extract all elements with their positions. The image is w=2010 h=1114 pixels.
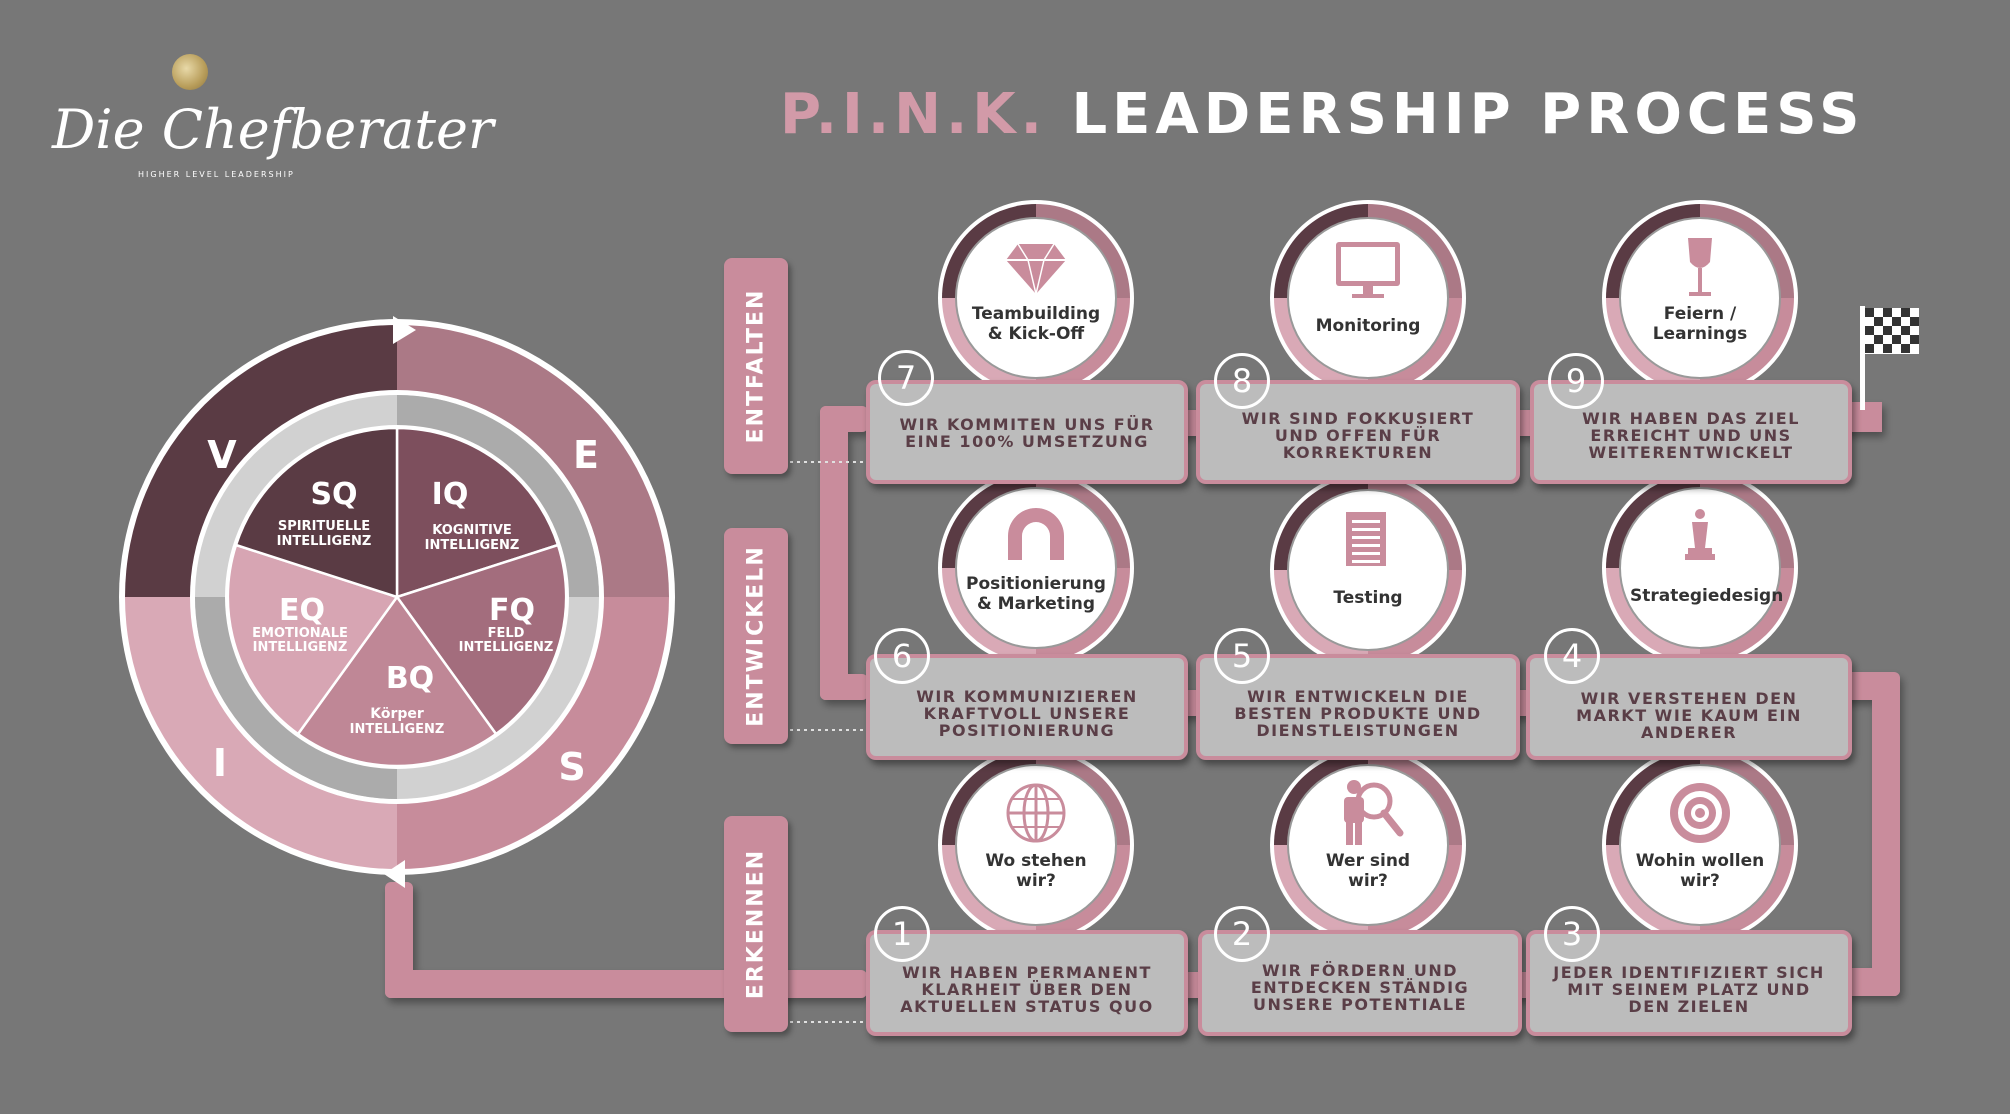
step-s8-card: WIR SIND FOKKUSIERT UND OFFEN FÜR KORREK…	[1196, 380, 1520, 484]
step-s4-label: Strategiedesign	[1630, 586, 1784, 606]
step-s7-number: 7	[878, 350, 934, 406]
segment-bq	[296, 594, 498, 768]
step-s7-card: WIR KOMMITEN UNS FÜR EINE 100% UMSETZUNG	[866, 380, 1188, 484]
wheel-arrow-top-icon	[393, 316, 416, 344]
step-s8-number: 8	[1214, 353, 1270, 409]
step-circle-s9	[1602, 200, 1798, 396]
intelligence-wheel: V E S I SQ SPIRITUELLE INTELLIGENZ IQ KO…	[119, 316, 675, 888]
letter-e: E	[573, 433, 599, 477]
title-main: LEADERSHIP PROCESS	[1071, 82, 1865, 147]
eq-abbr: EQ	[279, 593, 325, 628]
person-search-icon	[1344, 780, 1404, 845]
logo-gold-dot-icon	[172, 54, 208, 90]
fq-line2: INTELLIGENZ	[459, 640, 554, 655]
step-s6-card: WIR KOMMUNIZIEREN KRAFTVOLL UNSERE POSIT…	[866, 654, 1188, 760]
diamond-icon	[1006, 243, 1066, 295]
letter-v: V	[207, 433, 237, 477]
title-prefix: P.I.N.K.	[780, 82, 1047, 147]
monitor-icon	[1336, 242, 1400, 298]
bq-abbr: BQ	[386, 661, 434, 696]
phase-entfalten-label: ENTFALTEN	[743, 288, 769, 444]
iq-line2: INTELLIGENZ	[425, 538, 520, 553]
step-s7-text: WIR KOMMITEN UNS FÜR EINE 100% UMSETZUNG	[899, 415, 1155, 451]
phase-erkennen-label: ERKENNEN	[743, 848, 769, 1000]
fq-line1: FELD	[488, 626, 525, 641]
step-s8-text: WIR SIND FOKKUSIERT UND OFFEN FÜR KORREK…	[1241, 409, 1475, 462]
phase-entfalten: ENTFALTEN	[724, 258, 788, 474]
step-s9-text: WIR HABEN DAS ZIEL ERREICHT UND UNS WEIT…	[1582, 409, 1800, 462]
step-circle-s2	[1270, 747, 1466, 943]
step-circle-s6	[938, 470, 1134, 666]
wine-glass-icon	[1688, 238, 1712, 296]
page-title: P.I.N.K. LEADERSHIP PROCESS	[780, 82, 1864, 147]
step-circle-s4	[1602, 470, 1798, 666]
step-s9-card: WIR HABEN DAS ZIEL ERREICHT UND UNS WEIT…	[1530, 380, 1852, 484]
step-s6-number: 6	[874, 628, 930, 684]
step-s1-number: 1	[874, 906, 930, 962]
bq-line2: INTELLIGENZ	[350, 722, 445, 737]
step-s6-label: Positionierung & Marketing	[966, 574, 1106, 614]
phase-entwickeln: ENTWICKELN	[724, 528, 788, 744]
step-s1-label: Wo stehen wir?	[985, 851, 1087, 891]
magnet-icon	[1008, 508, 1064, 560]
step-circle-s7	[938, 200, 1134, 396]
step-s3-card: JEDER IDENTIFIZIERT SICH MIT SEINEM PLAT…	[1526, 930, 1852, 1036]
step-s4-number: 4	[1544, 628, 1600, 684]
iq-abbr: IQ	[432, 477, 469, 512]
chess-piece-icon	[1685, 509, 1715, 560]
finish-flag-icon	[1860, 306, 1919, 410]
globe-icon	[1006, 783, 1066, 843]
step-s8-label: Monitoring	[1315, 316, 1421, 336]
logo-tagline: HIGHER LEVEL LEADERSHIP	[138, 170, 295, 179]
document-icon	[1346, 512, 1386, 566]
step-s9-label: Feiern / Learnings	[1652, 304, 1748, 344]
step-circle-s3	[1602, 747, 1798, 943]
sq-line2: INTELLIGENZ	[277, 534, 372, 549]
step-s3-label: Wohin wollen wir?	[1635, 851, 1765, 891]
logo-script: Die Chefberater	[52, 98, 494, 161]
step-s2-label: Wer sind wir?	[1325, 851, 1411, 891]
step-s9-number: 9	[1548, 353, 1604, 409]
step-s5-label: Testing	[1333, 588, 1403, 608]
target-icon	[1670, 783, 1730, 843]
step-circle-s8	[1270, 200, 1466, 396]
wheel-arrow-bottom-icon	[384, 860, 405, 888]
step-s4-text: WIR VERSTEHEN DEN MARKT WIE KAUM EIN AND…	[1576, 689, 1802, 742]
step-s2-text: WIR FÖRDERN UND ENTDECKEN STÄNDIG UNSERE…	[1250, 961, 1470, 1014]
step-s2-number: 2	[1214, 906, 1270, 962]
phase-erkennen: ERKENNEN	[724, 816, 788, 1032]
step-circle-s1	[938, 747, 1134, 943]
letter-s: S	[558, 745, 585, 789]
eq-line2: INTELLIGENZ	[253, 640, 348, 655]
step-circles	[938, 200, 1798, 943]
bq-line1: Körper	[370, 706, 424, 722]
step-s3-number: 3	[1544, 906, 1600, 962]
segment-sq	[234, 426, 399, 599]
phase-connectors	[790, 461, 866, 1023]
step-s7-label: Teambuilding & Kick-Off	[971, 304, 1101, 344]
iq-line1: KOGNITIVE	[432, 523, 512, 538]
phase-entwickeln-label: ENTWICKELN	[743, 545, 769, 727]
step-s1-text: WIR HABEN PERMANENT KLARHEIT ÜBER DEN AK…	[900, 963, 1154, 1016]
sq-line1: SPIRITUELLE	[278, 519, 370, 534]
segment-eq	[226, 543, 400, 736]
segment-iq	[395, 426, 560, 599]
fq-abbr: FQ	[489, 593, 535, 628]
step-s5-number: 5	[1214, 628, 1270, 684]
step-s5-text: WIR ENTWICKELN DIE BESTEN PRODUKTE UND D…	[1234, 687, 1482, 740]
letter-i: I	[213, 741, 227, 785]
step-s6-text: WIR KOMMUNIZIEREN KRAFTVOLL UNSERE POSIT…	[916, 687, 1138, 740]
sq-abbr: SQ	[310, 477, 357, 512]
segment-fq	[394, 543, 568, 736]
eq-line1: EMOTIONALE	[252, 626, 348, 641]
step-circle-s5	[1270, 472, 1466, 668]
step-s3-text: JEDER IDENTIFIZIERT SICH MIT SEINEM PLAT…	[1553, 963, 1825, 1016]
